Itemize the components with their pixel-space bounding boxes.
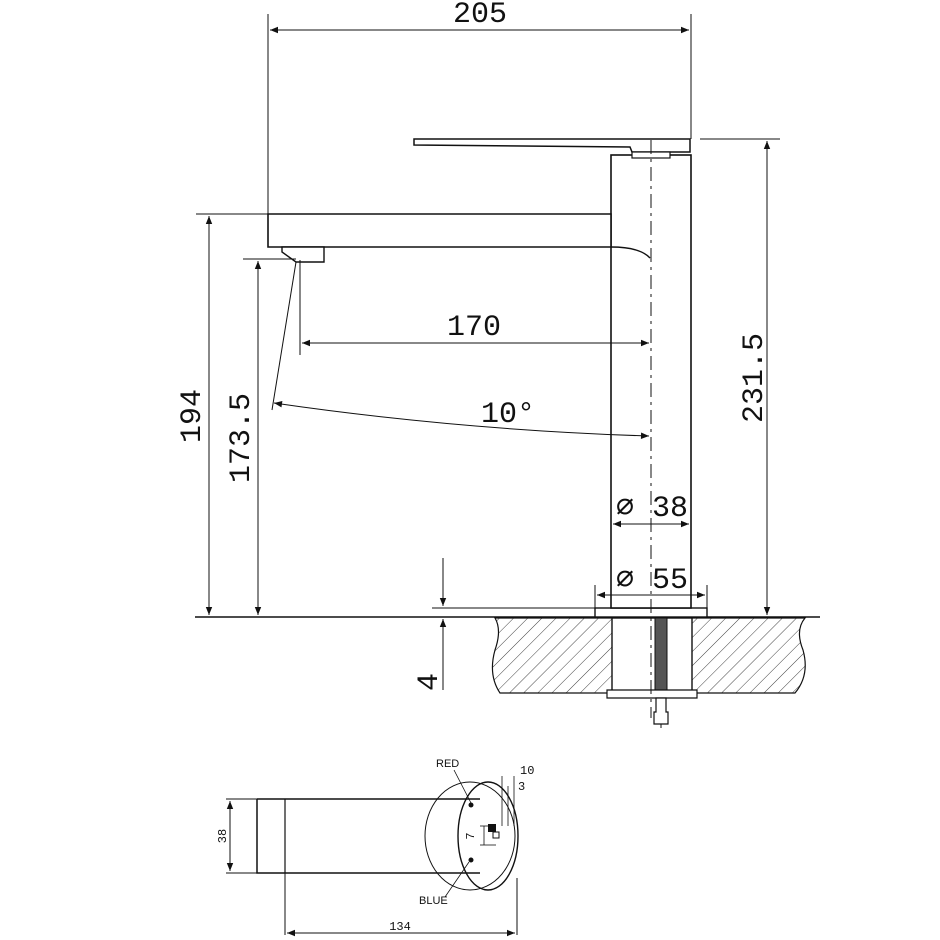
- dim-7: 7: [464, 832, 478, 839]
- body-circle: [457, 781, 519, 891]
- handle-lever: [413, 138, 691, 153]
- dim-length: 134: [389, 920, 411, 934]
- countertop-section: [491, 617, 807, 728]
- mounting-shank: [611, 617, 693, 694]
- dim-overall-height: 231.5: [738, 333, 772, 423]
- spout-top-outline: [256, 798, 480, 874]
- dim-spout-reach: 170: [447, 311, 501, 345]
- threaded-rod: [654, 617, 668, 694]
- aerator: [281, 246, 325, 263]
- dim-body-diameter: ⌀ 38: [616, 492, 688, 526]
- dim-overall-width: 205: [453, 0, 507, 32]
- dim-body-width: 38: [216, 829, 230, 843]
- top-view: RED BLUE 10 3 7 38 134: [216, 758, 534, 937]
- cartridge-marker: [488, 824, 496, 832]
- base-circle: [424, 781, 516, 891]
- dim-height-to-outlet: 173.5: [225, 393, 259, 483]
- dim-base-diameter: ⌀ 55: [616, 564, 688, 598]
- front-view: 205 170 10° 194 173.5 231.5 ⌀ 38 ⌀ 55 4: [176, 0, 820, 728]
- fixing-nut: [653, 697, 669, 725]
- hot-indicator-dot: [468, 802, 474, 808]
- spout: [267, 213, 612, 248]
- fixing-washer: [606, 689, 698, 699]
- dim-3: 3: [518, 780, 525, 794]
- hot-label: RED: [436, 758, 459, 770]
- cold-label: BLUE: [419, 895, 448, 907]
- dim-height-to-spout: 194: [176, 389, 210, 443]
- dim-base-thickness: 4: [413, 673, 447, 691]
- dim-10: 10: [520, 764, 534, 778]
- cold-indicator-dot: [468, 857, 474, 863]
- dim-swivel-angle: 10°: [481, 398, 535, 432]
